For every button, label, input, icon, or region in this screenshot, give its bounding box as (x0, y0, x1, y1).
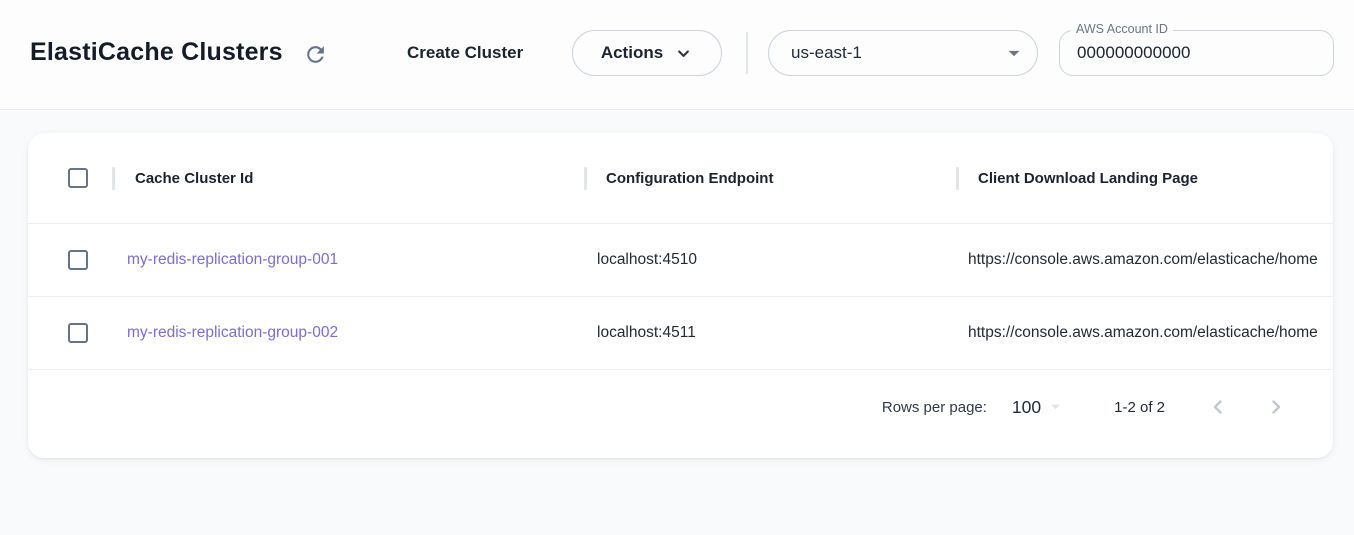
cluster-id-link[interactable]: my-redis-replication-group-001 (127, 251, 339, 268)
aws-account-id-field: AWS Account ID (1059, 22, 1334, 76)
previous-page-button[interactable] (1205, 394, 1231, 420)
region-select-value: us-east-1 (791, 43, 862, 62)
chevron-left-icon (1206, 395, 1230, 419)
table-row: my-redis-replication-group-001 localhost… (28, 224, 1333, 297)
configuration-endpoint-value: localhost:4510 (597, 251, 697, 268)
column-separator (112, 167, 115, 190)
region-select[interactable]: us-east-1 (768, 30, 1038, 76)
chevron-down-icon (674, 44, 693, 63)
actions-button[interactable]: Actions (572, 30, 722, 76)
table-pagination: Rows per page: 100 1-2 of 2 (28, 370, 1333, 456)
cluster-id-link[interactable]: my-redis-replication-group-002 (127, 324, 339, 341)
page-title: ElastiCache Clusters (30, 38, 283, 66)
column-header-configuration-endpoint: Configuration Endpoint (606, 169, 774, 187)
table-row: my-redis-replication-group-002 localhost… (28, 297, 1333, 370)
rows-per-page-value: 100 (1011, 397, 1042, 417)
row-checkbox[interactable] (68, 250, 88, 270)
table-header-row: Cache Cluster Id Configuration Endpoint … (28, 133, 1333, 224)
configuration-endpoint-value: localhost:4511 (597, 324, 696, 341)
rows-per-page-label: Rows per page: (881, 398, 987, 416)
create-cluster-button[interactable]: Create Cluster (407, 43, 524, 62)
pagination-range-label: 1-2 of 2 (1114, 398, 1165, 416)
column-header-client-download-landing-page: Client Download Landing Page (978, 169, 1199, 187)
toolbar: ElastiCache Clusters Create Cluster Acti… (0, 0, 1354, 110)
next-page-button[interactable] (1263, 394, 1289, 420)
aws-account-id-label: AWS Account ID (1071, 22, 1173, 37)
select-all-checkbox[interactable] (68, 168, 88, 188)
dropdown-caret-icon (1001, 40, 1027, 66)
rows-per-page-select[interactable]: 100 (1012, 396, 1066, 418)
dropdown-caret-icon (1045, 396, 1066, 417)
column-separator (956, 167, 959, 190)
landing-page-url: https://console.aws.amazon.com/elasticac… (968, 324, 1318, 341)
clusters-table-card: Cache Cluster Id Configuration Endpoint … (28, 133, 1333, 458)
actions-button-label: Actions (600, 43, 664, 62)
column-header-cache-cluster-id: Cache Cluster Id (135, 169, 254, 187)
aws-account-id-input[interactable] (1060, 31, 1333, 75)
landing-page-url: https://console.aws.amazon.com/elasticac… (968, 251, 1318, 268)
chevron-right-icon (1264, 395, 1288, 419)
column-separator (584, 167, 587, 190)
refresh-button[interactable] (301, 40, 329, 68)
refresh-icon (303, 42, 328, 67)
toolbar-divider (746, 32, 748, 74)
row-checkbox[interactable] (68, 323, 88, 343)
